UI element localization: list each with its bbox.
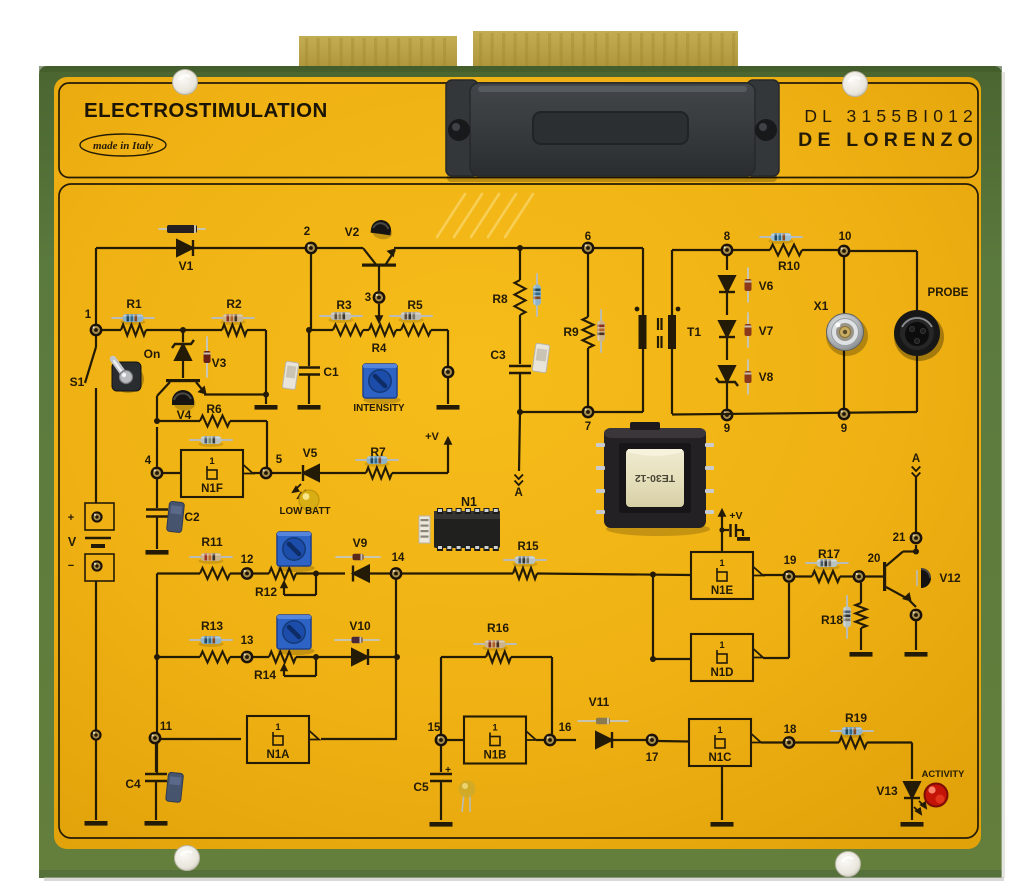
svg-text:7: 7 [585,421,591,433]
svg-text:R17: R17 [818,547,840,561]
svg-text:ELECTROSTIMULATION: ELECTROSTIMULATION [84,99,328,122]
svg-text:V1: V1 [179,259,194,273]
svg-text:10: 10 [839,231,852,243]
svg-text:V13: V13 [876,784,898,798]
svg-text:21: 21 [893,532,906,544]
svg-text:R19: R19 [845,711,867,725]
svg-text:16: 16 [559,722,572,734]
svg-text:18: 18 [784,724,797,736]
svg-text:12: 12 [241,554,254,566]
svg-text:N1F: N1F [201,483,223,495]
svg-text:C1: C1 [323,365,339,379]
svg-text:V2: V2 [345,225,360,239]
svg-text:ACTIVITY: ACTIVITY [922,768,965,779]
svg-text:N1D: N1D [710,667,733,679]
svg-text:+V: +V [729,510,742,522]
svg-text:5: 5 [276,454,283,466]
svg-text:1: 1 [209,456,215,467]
svg-text:R12: R12 [255,585,277,599]
svg-text:T1: T1 [687,325,701,339]
svg-text:R9: R9 [563,325,579,339]
svg-text:TE30-12: TE30-12 [635,472,675,484]
svg-text:V10: V10 [349,619,371,633]
svg-text:R8: R8 [492,292,508,306]
svg-text:R4: R4 [372,343,387,355]
svg-text:V11: V11 [589,695,610,709]
svg-text:LOW BATT: LOW BATT [280,506,331,517]
svg-text:R6: R6 [206,402,222,416]
svg-text:R7: R7 [370,445,386,459]
svg-text:11: 11 [160,721,173,733]
svg-text:15: 15 [428,722,441,734]
svg-text:R11: R11 [201,535,223,549]
svg-text:R16: R16 [487,621,509,635]
svg-text:20: 20 [868,553,881,565]
svg-text:8: 8 [724,231,731,243]
svg-text:V: V [68,535,77,549]
svg-text:R1: R1 [126,297,142,311]
svg-text:C3: C3 [490,348,506,362]
svg-text:V5: V5 [303,446,318,460]
svg-text:A: A [515,487,523,499]
svg-text:On: On [144,347,161,361]
svg-text:X1: X1 [814,299,829,313]
svg-text:19: 19 [784,555,797,567]
svg-text:−: − [68,560,74,572]
svg-text:1: 1 [492,723,498,734]
svg-text:R18: R18 [821,613,843,627]
svg-text:3: 3 [365,292,371,304]
svg-text:V4: V4 [177,408,192,422]
svg-text:1: 1 [85,309,92,321]
svg-text:A: A [912,453,920,465]
svg-text:V9: V9 [353,536,368,550]
svg-text:R14: R14 [254,668,276,682]
svg-text:N1B: N1B [483,750,506,762]
svg-text:DE LORENZO: DE LORENZO [798,129,978,151]
svg-text:C2: C2 [184,510,200,524]
svg-text:+: + [68,512,74,524]
svg-text:14: 14 [392,552,405,564]
svg-text:+: + [445,765,451,776]
svg-text:13: 13 [241,635,254,647]
svg-text:+V: +V [425,431,439,443]
svg-text:1: 1 [717,725,723,736]
svg-text:R13: R13 [201,619,223,633]
svg-text:N1C: N1C [708,752,731,764]
svg-text:1: 1 [719,640,725,651]
svg-text:V3: V3 [212,356,227,370]
svg-text:17: 17 [646,752,659,764]
svg-text:R15: R15 [517,541,539,553]
svg-text:9: 9 [841,423,847,435]
svg-text:N1E: N1E [711,585,734,597]
svg-text:DL 3155BI012: DL 3155BI012 [804,106,978,126]
svg-text:PROBE: PROBE [928,287,969,299]
svg-text:S1: S1 [70,375,85,389]
svg-text:2: 2 [304,226,310,238]
svg-text:V6: V6 [759,279,774,293]
svg-text:C4: C4 [125,777,141,791]
svg-text:V7: V7 [759,324,774,338]
svg-text:INTENSITY: INTENSITY [353,403,405,414]
svg-text:R5: R5 [407,298,423,312]
svg-text:N1A: N1A [266,749,289,761]
svg-text:9: 9 [724,423,730,435]
svg-text:C5: C5 [413,780,429,794]
svg-text:V12: V12 [939,571,961,585]
svg-text:1: 1 [275,722,281,733]
svg-text:V8: V8 [759,370,774,384]
svg-text:made in Italy: made in Italy [93,140,153,152]
svg-text:1: 1 [719,558,725,569]
svg-text:R3: R3 [336,298,352,312]
svg-text:6: 6 [585,231,591,243]
svg-text:N1: N1 [461,495,477,509]
svg-text:4: 4 [145,455,152,467]
svg-text:R10: R10 [778,259,800,273]
svg-text:R2: R2 [226,297,242,311]
